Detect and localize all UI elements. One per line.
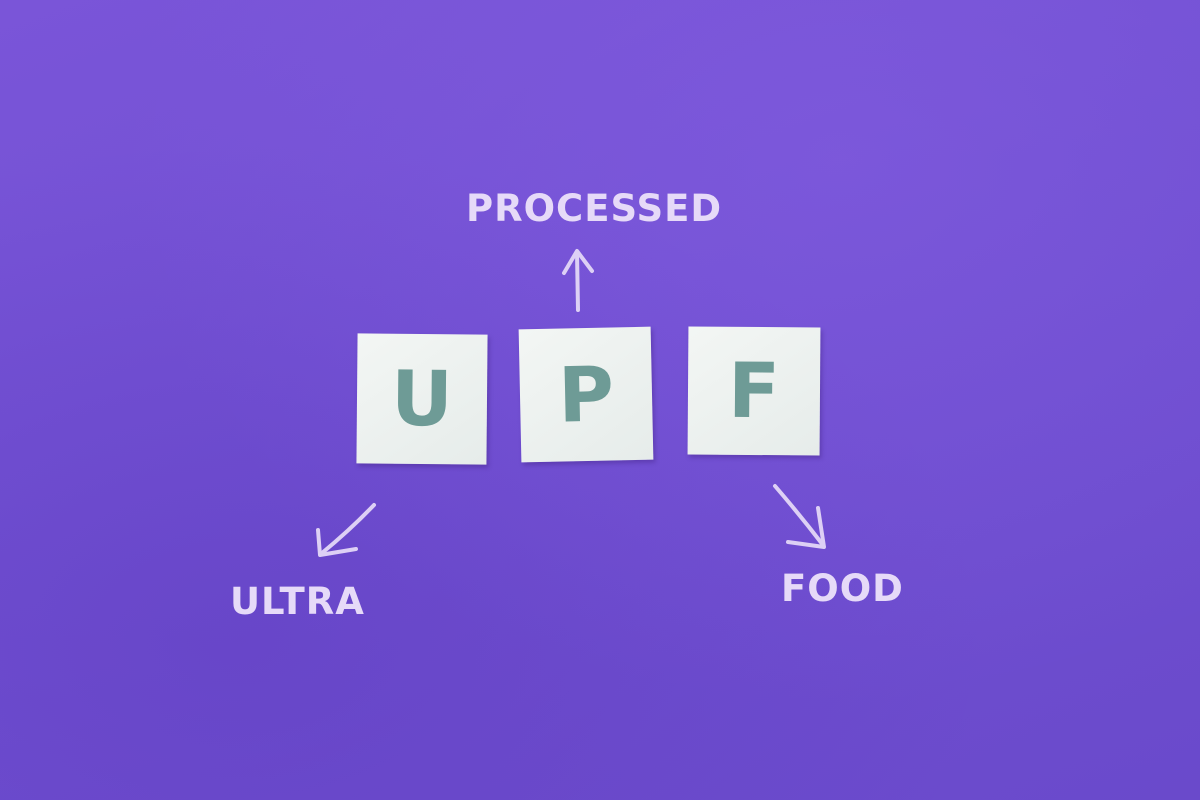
- label-ultra: ULTRA: [230, 580, 365, 623]
- arrow-up-icon: [562, 249, 594, 312]
- arrow-down-left-icon: [316, 503, 376, 557]
- label-food: FOOD: [781, 567, 904, 610]
- letter-tile-p: P: [518, 326, 654, 463]
- tile-letter: F: [727, 345, 781, 436]
- tile-letter: U: [390, 353, 454, 444]
- arrow-down-right-icon: [773, 484, 826, 549]
- letter-tile-f: F: [687, 326, 821, 456]
- tile-letter: P: [557, 348, 615, 440]
- letter-tile-u: U: [356, 333, 488, 465]
- label-processed: PROCESSED: [466, 187, 723, 230]
